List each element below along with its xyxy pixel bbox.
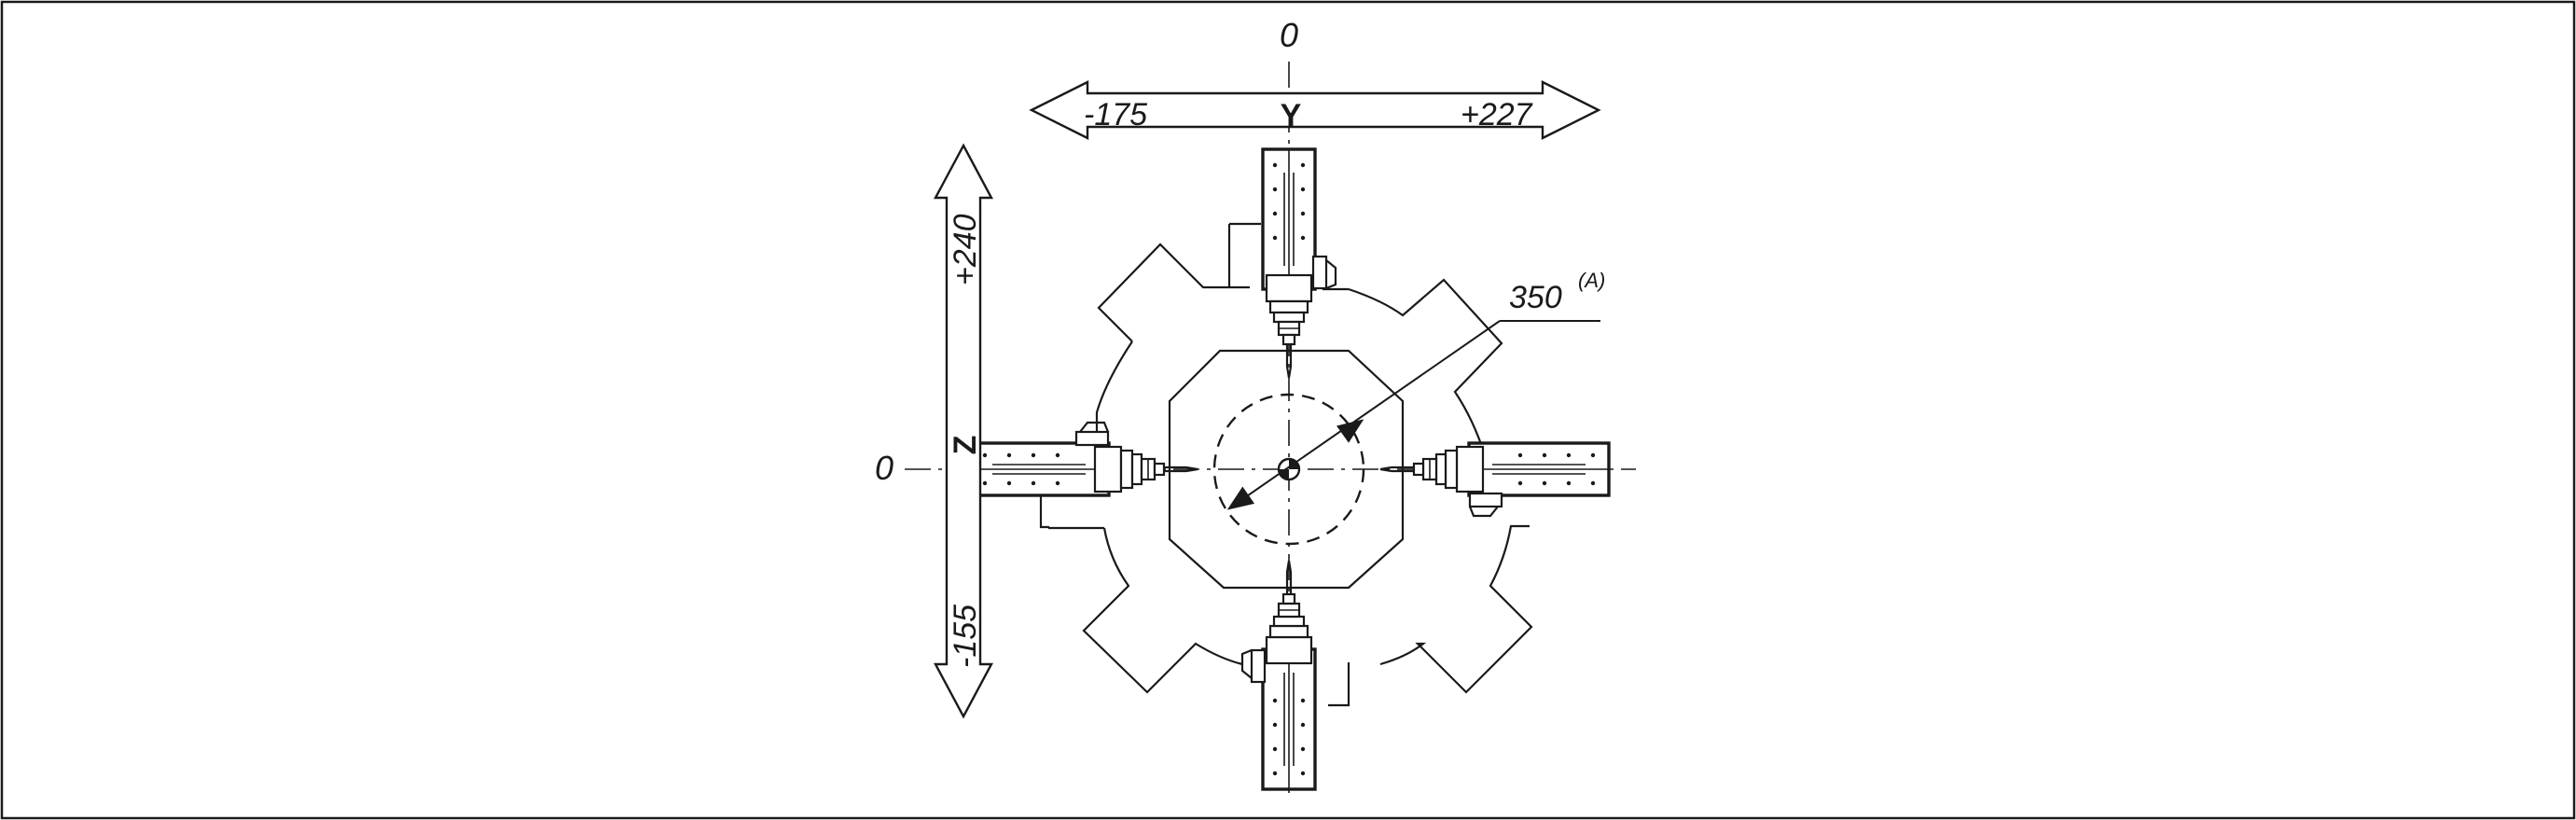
y-axis-travel-arrow: -175 Y +227 — [1029, 80, 1601, 140]
spindle-left — [967, 421, 1199, 497]
turret-outline — [1039, 222, 1533, 707]
spindle-bottom — [1240, 559, 1317, 791]
y-axis-letter: Y — [1281, 98, 1302, 133]
inner-octagon — [1168, 349, 1405, 590]
spindle-top — [1261, 147, 1337, 380]
y-min-label: -175 — [1084, 97, 1147, 132]
z-axis-travel-arrow: +240 Z -155 — [933, 143, 994, 719]
z-axis-letter: Z — [948, 436, 983, 455]
z-min-label: -155 — [948, 605, 983, 668]
y-max-label: +227 — [1461, 97, 1533, 132]
z-zero-label: 0 — [875, 449, 893, 487]
y-zero-label: 0 — [1280, 16, 1298, 54]
z-max-label: +240 — [948, 214, 983, 285]
diameter-value: 350 — [1509, 280, 1562, 315]
diameter-note: (A) — [1578, 269, 1605, 292]
spindle-right — [1378, 441, 1611, 518]
diameter-dimension: 350 (A) — [1226, 269, 1605, 510]
